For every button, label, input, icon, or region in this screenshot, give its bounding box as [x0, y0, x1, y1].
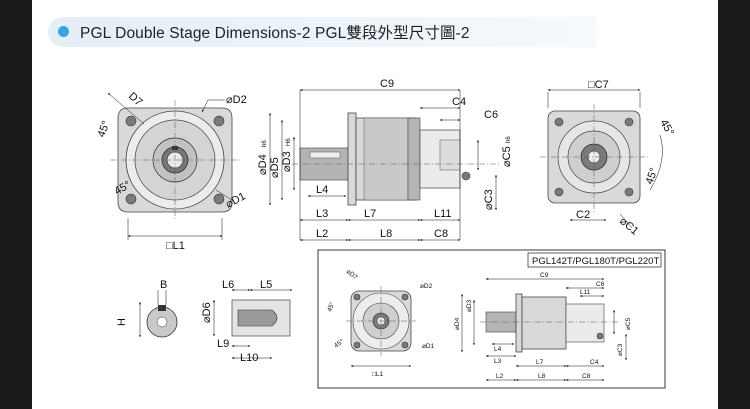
label-rear-angle-2: 45° [644, 166, 661, 186]
label-L11: L11 [434, 208, 452, 220]
inset-label-box [527, 252, 662, 268]
label-L3: L3 [316, 208, 328, 220]
inset-label-angle: 45° [325, 300, 336, 312]
bolt-hole [554, 187, 564, 197]
label-rear-angle: 45° [657, 118, 676, 138]
label-L7: L7 [364, 208, 376, 220]
label-L5: L5 [260, 279, 272, 291]
label-L6: L6 [222, 279, 234, 291]
inset-label-L4: L4 [494, 346, 502, 353]
label-B: B [160, 279, 167, 291]
inset-label-L8: L8 [538, 373, 546, 380]
inset-label-C4: C4 [590, 359, 599, 366]
title-bullet-icon [58, 26, 69, 37]
inset-label-L3: L3 [494, 358, 502, 365]
keyway-detail: B H L6 L5 ⌀D6 L9 L10 [116, 279, 293, 364]
front-view: D7 ⌀D2 ⌀D1 45° 45° □L1 [96, 90, 248, 252]
label-D4: ⌀D4 [257, 154, 269, 175]
label-L4: L4 [316, 184, 328, 196]
label-angle-top: 45° [96, 119, 113, 139]
label-L8: L8 [380, 228, 392, 240]
label-D3: ⌀D3 [281, 151, 293, 172]
inset-label-C3: ⌀C3 [617, 343, 624, 356]
label-D3-sub: H6 [286, 138, 292, 146]
inset-label-L1: □L1 [372, 371, 384, 378]
output-flange-side [347, 112, 357, 206]
title-bar [48, 17, 596, 47]
label-L9: L9 [217, 338, 229, 350]
inset-label-C6: C6 [596, 281, 605, 288]
label-D2: ⌀D2 [226, 94, 247, 106]
inset-label-D4: ⌀D4 [454, 317, 461, 330]
inset-label-C9: C9 [540, 272, 549, 279]
inset-model-label: PGL142T/PGL180T/PGL220T [532, 256, 659, 267]
bolt-hole [624, 117, 634, 127]
label-C2: C2 [576, 209, 590, 221]
bolt-hole [213, 115, 225, 127]
bolt-hole [554, 117, 564, 127]
label-L10: L10 [240, 352, 258, 364]
bolt-hole [125, 115, 137, 127]
label-L1: □L1 [166, 240, 185, 252]
bolt-hole [624, 187, 634, 197]
label-D7: D7 [126, 90, 144, 108]
side-view: C9 C4 C6 ⌀D4 h6 ⌀D5 ⌀D3 H6 ⌀C5 h6 ⌀C3 L4… [257, 78, 513, 241]
bolt-hole [125, 193, 137, 205]
inset-label-D1: ⌀D1 [422, 343, 435, 350]
keyway-slot [237, 309, 278, 327]
inset-label-L11: L11 [580, 289, 591, 296]
inset-label-D2: ⌀D2 [420, 283, 433, 290]
label-C8: C8 [434, 228, 448, 240]
label-C5: ⌀C5 [501, 146, 513, 167]
rear-view: □C7 45° 45° C2 ⌀C1 [540, 79, 676, 238]
label-C4: C4 [452, 96, 466, 108]
bolt-hole [213, 193, 225, 205]
label-C3: ⌀C3 [483, 189, 495, 210]
label-C7: □C7 [588, 79, 609, 91]
label-D6: ⌀D6 [201, 302, 213, 323]
label-D4-sub: h6 [262, 140, 268, 147]
page-title: PGL Double Stage Dimensions-2 PGL雙段外型尺寸圖… [80, 25, 470, 42]
label-C6: C6 [484, 109, 498, 121]
inset-panel: PGL142T/PGL180T/PGL220T ⌀D7 ⌀D2 ⌀D1 □L1 … [317, 249, 666, 389]
label-L2: L2 [316, 228, 328, 240]
label-D5: ⌀D5 [269, 157, 281, 178]
label-C9: C9 [380, 78, 394, 90]
inset-label-C5: ⌀C5 [625, 317, 632, 330]
label-C5-sub: h6 [506, 136, 512, 143]
label-C1: ⌀C1 [617, 215, 641, 237]
label-H: H [116, 318, 128, 326]
inset-label-C8: C8 [582, 373, 591, 380]
inset-label-L7: L7 [536, 359, 544, 366]
clamp-screw [461, 171, 471, 181]
inset-label-L2: L2 [496, 373, 504, 380]
inset-label-D3: ⌀D3 [466, 299, 473, 312]
